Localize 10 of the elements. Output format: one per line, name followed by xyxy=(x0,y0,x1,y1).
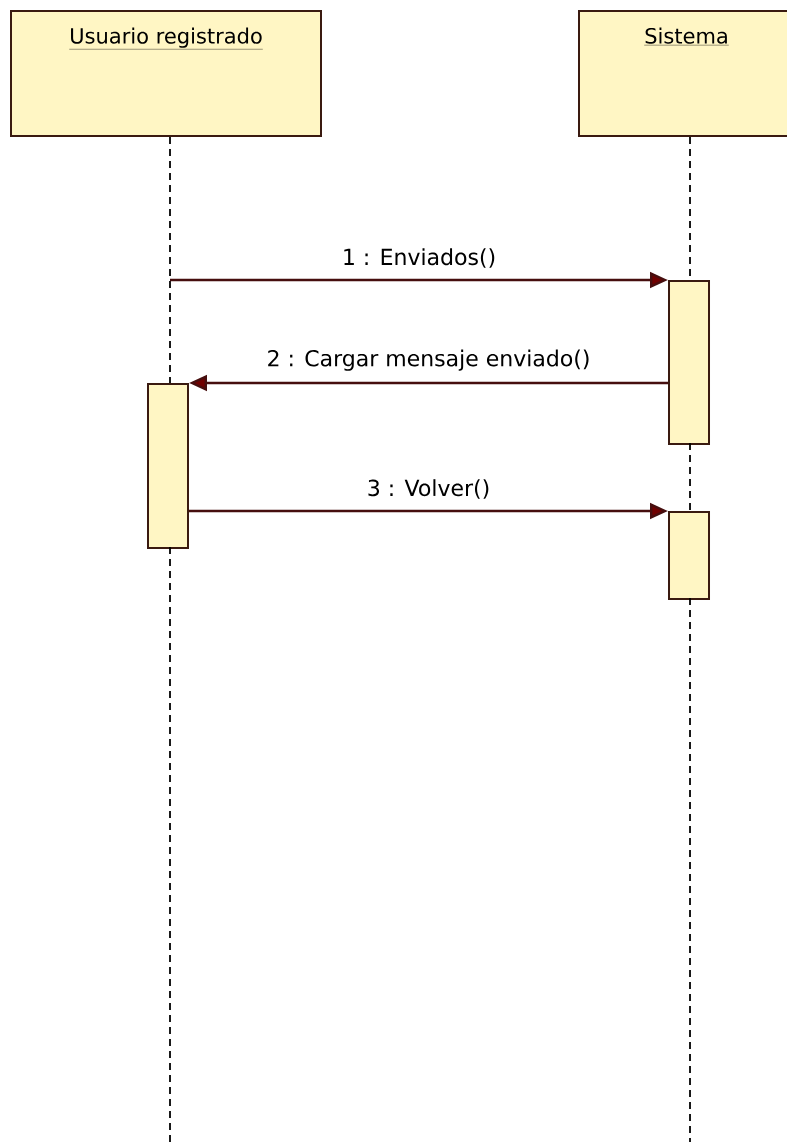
actor-box: Sistema xyxy=(578,10,787,137)
lifeline xyxy=(169,136,171,1142)
activation-bar xyxy=(668,280,710,445)
message-label: 2 : Cargar mensaje enviado() xyxy=(264,347,593,373)
message-label: 3 : Volver() xyxy=(364,477,493,501)
activation-bar xyxy=(668,511,710,600)
actor-box: Usuario registrado xyxy=(10,10,322,137)
lifeline xyxy=(689,136,691,1142)
activation-bar xyxy=(147,383,189,549)
message-label: 1 : Enviados() xyxy=(339,246,499,270)
